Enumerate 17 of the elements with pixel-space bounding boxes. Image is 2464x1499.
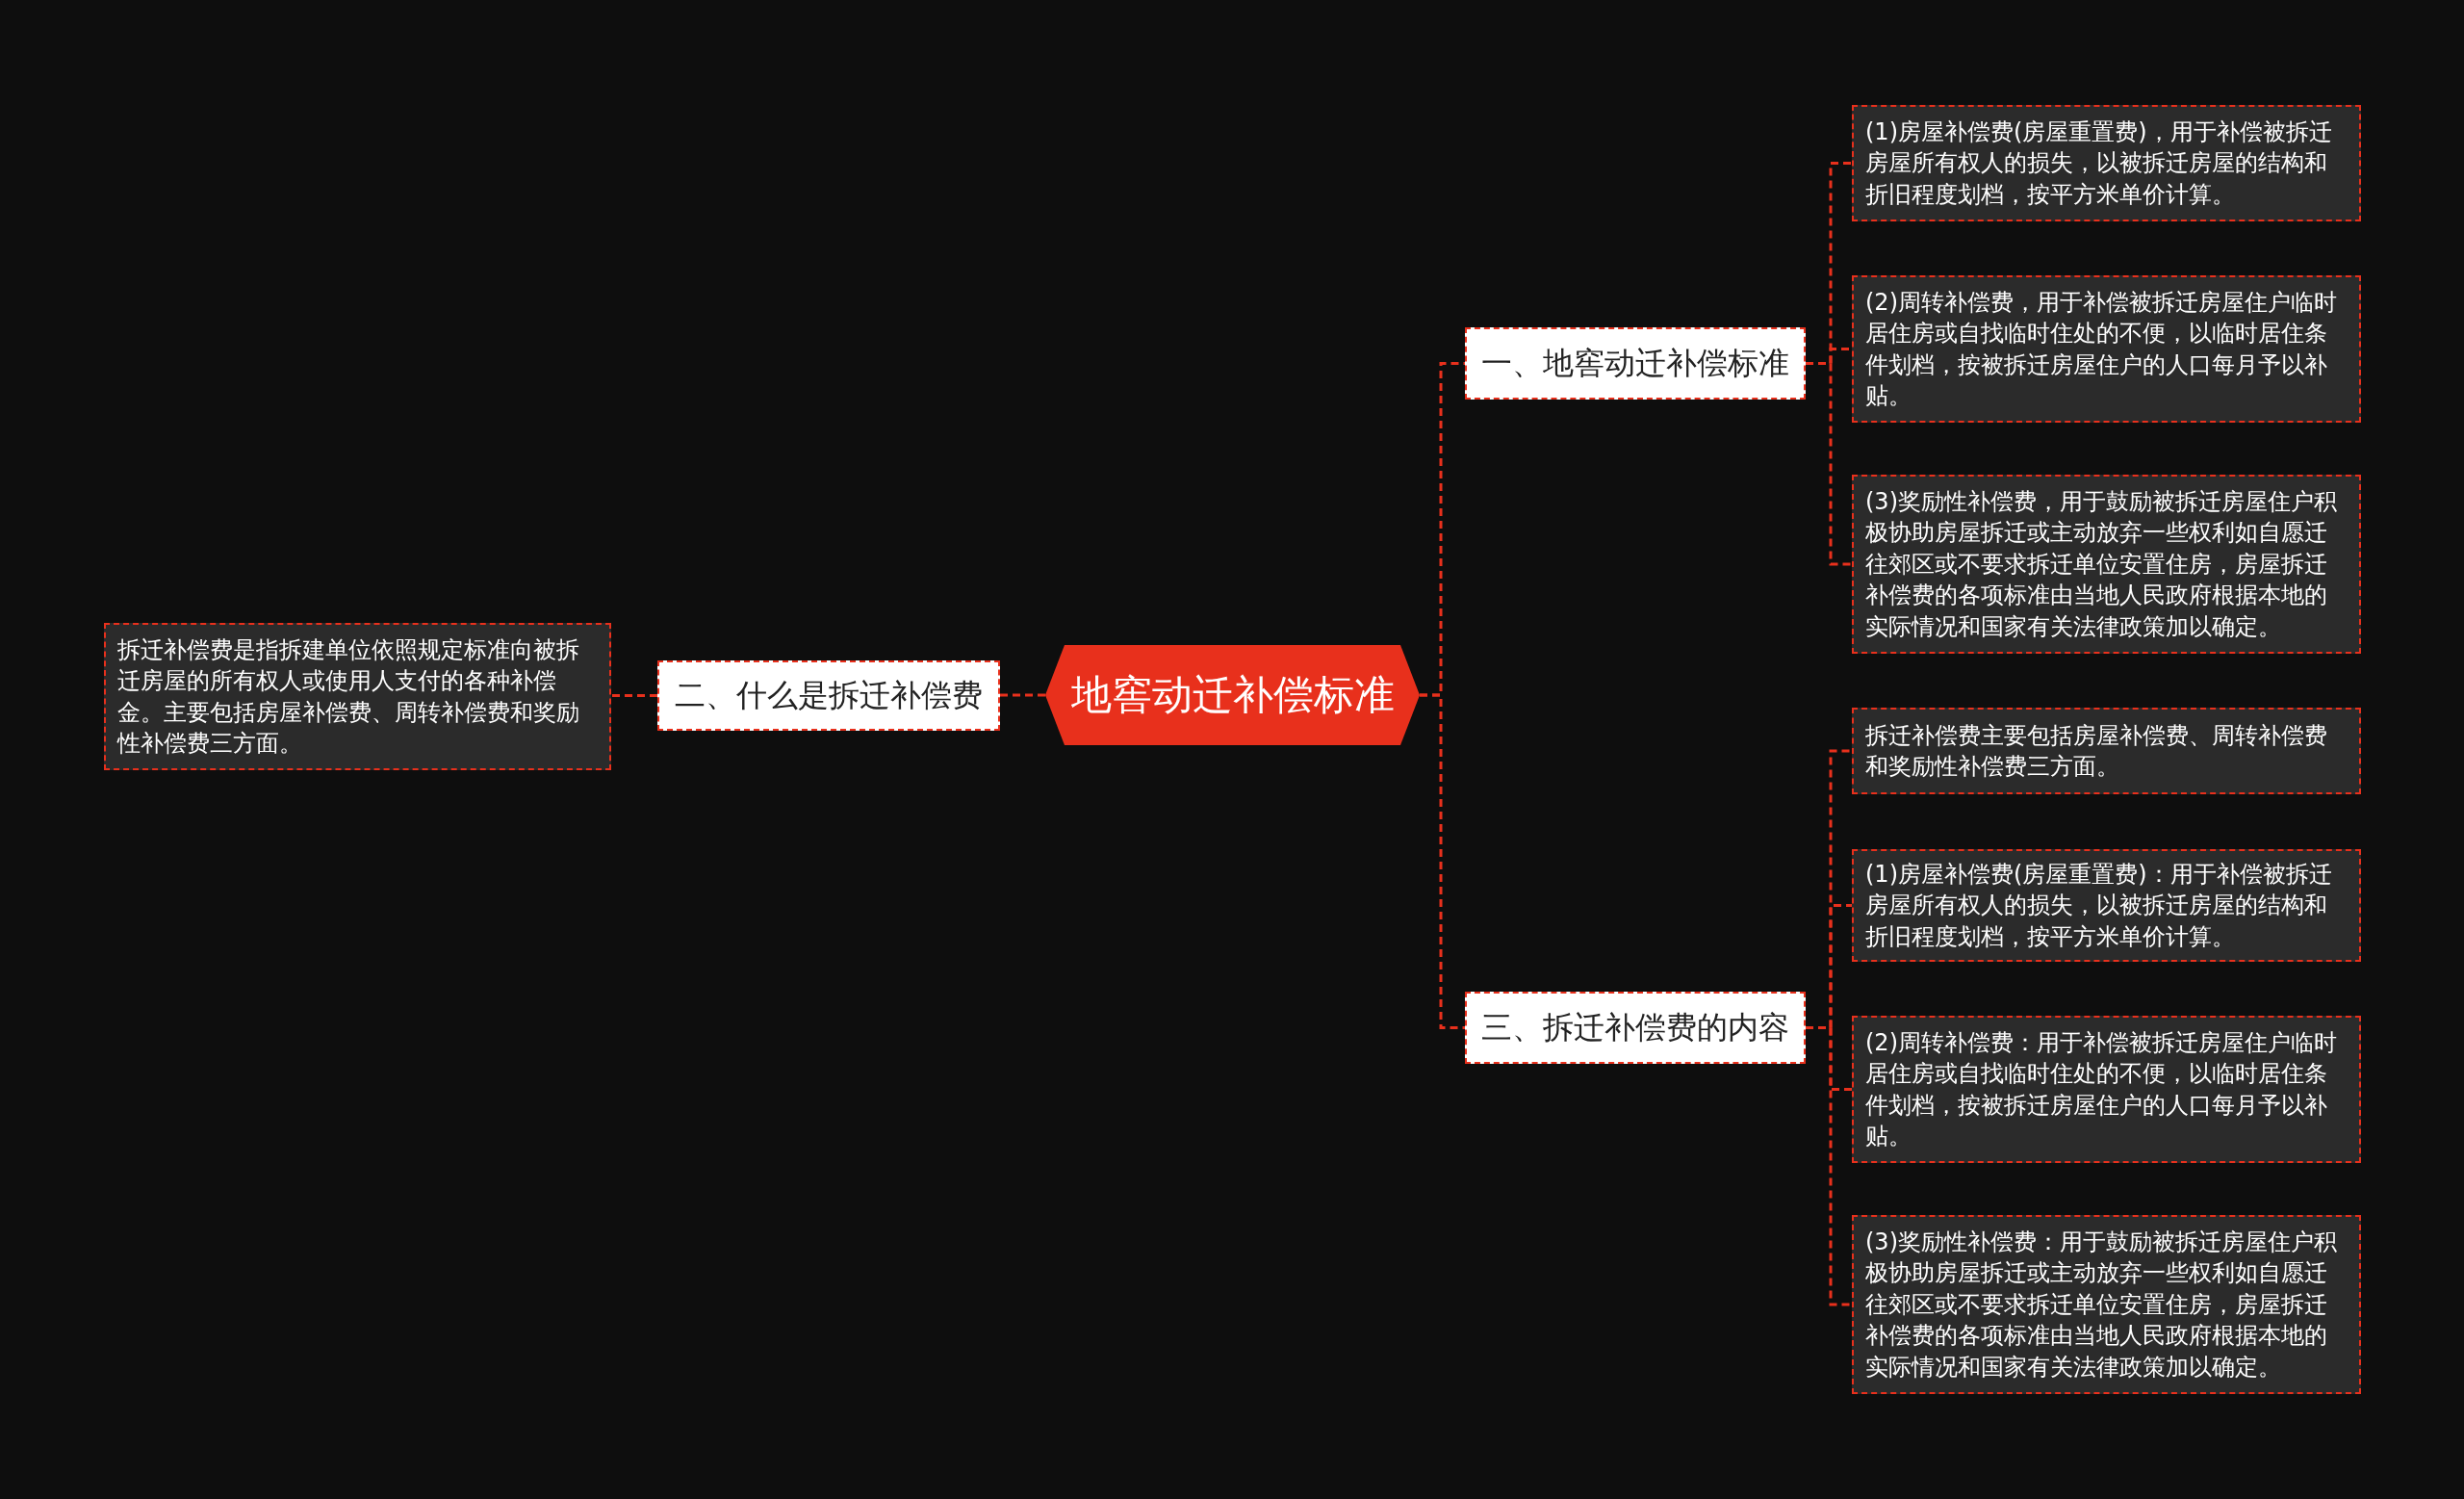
text-box: 拆迁补偿费是指拆建单位依照规定标准向被拆迁房屋的所有权人或使用人支付的各种补偿金。主要包括房屋补偿费、周转补偿费和奖励性补偿费三方面。 [104,623,611,770]
connector-line [1806,1026,1852,1306]
topic-box: 二、什么是拆迁补偿费 [657,660,1000,731]
text-box: (3)奖励性补偿费：用于鼓励被拆迁房屋住户积极协助房屋拆迁或主动放弃一些权利如自愿迁往郊区或不要求拆迁单位安置住房，房屋拆迁补偿费的各项标准由当地人民政府根据本地的实际情况和国家有关法律政策加以确定。 [1852,1215,2361,1394]
text-box: (1)房屋补偿费(房屋重置费)：用于补偿被拆迁房屋所有权人的损失，以被拆迁房屋的结构和折旧程度划档，按平方米单价计算。 [1852,849,2361,962]
topic-box: 一、地窖动迁补偿标准 [1465,327,1806,400]
text-box: (2)周转补偿费，用于补偿被拆迁房屋住户临时居住房或自找临时住处的不便，以临时居住条件划档，按被拆迁房屋住户的人口每月予以补贴。 [1852,275,2361,423]
connector-line [1806,362,1852,566]
connector-line [611,694,657,697]
text-box: (1)房屋补偿费(房屋重置费)，用于补偿被拆迁房屋所有权人的损失，以被拆迁房屋的结构和折旧程度划档，按平方米单价计算。 [1852,105,2361,221]
text-box: (3)奖励性补偿费，用于鼓励被拆迁房屋住户积极协助房屋拆迁或主动放弃一些权利如自愿迁往郊区或不要求拆迁单位安置住房，房屋拆迁补偿费的各项标准由当地人民政府根据本地的实际情况和国家有关法律政策加以确定。 [1852,475,2361,654]
central-topic-hexagon: 地窖动迁补偿标准 [1045,645,1420,745]
topic-box: 三、拆迁补偿费的内容 [1465,992,1806,1064]
connector-line [1420,693,1465,1029]
connector-line [1000,693,1045,697]
text-box: 拆迁补偿费主要包括房屋补偿费、周转补偿费和奖励性补偿费三方面。 [1852,708,2361,794]
text-box: (2)周转补偿费：用于补偿被拆迁房屋住户临时居住房或自找临时住处的不便，以临时居住条件划档，按被拆迁房屋住户的人口每月予以补贴。 [1852,1016,2361,1163]
